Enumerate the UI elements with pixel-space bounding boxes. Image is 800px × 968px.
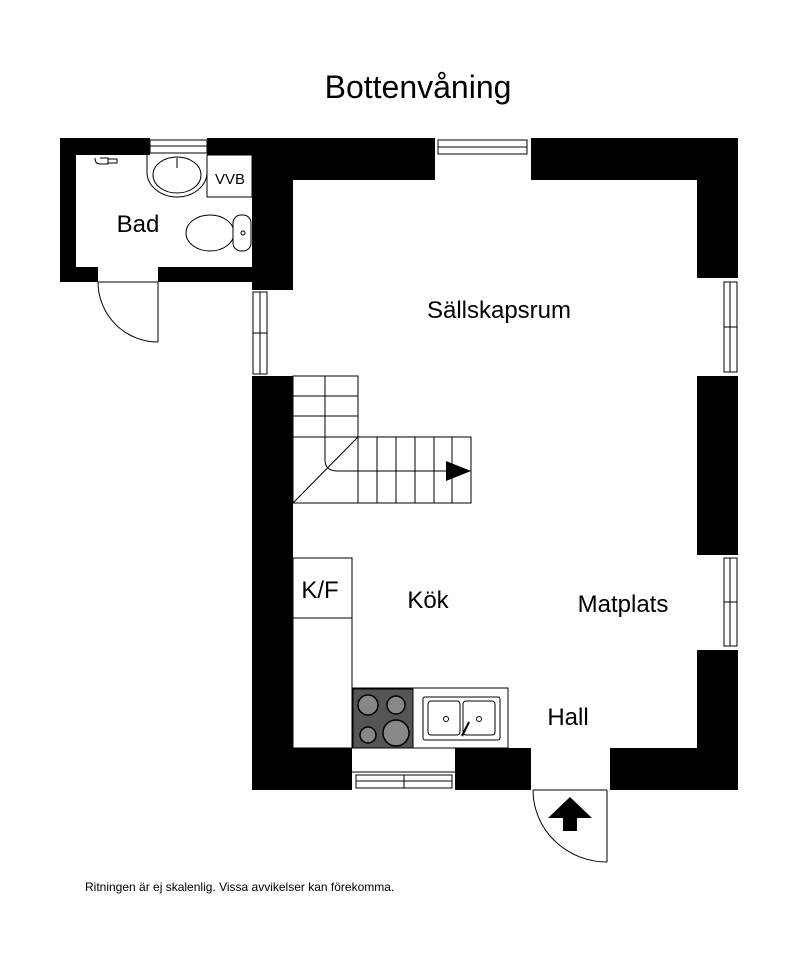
room-label-hall: Hall	[547, 704, 588, 731]
walls	[60, 138, 738, 790]
window-bad	[149, 139, 208, 154]
window-left	[252, 291, 268, 375]
window-top	[437, 139, 528, 155]
room-label-kok: Kök	[407, 587, 449, 614]
window-right-lower	[723, 557, 738, 647]
room-label-bad: Bad	[117, 211, 160, 238]
entrance-arrow-icon	[548, 797, 592, 831]
bathroom-door[interactable]	[97, 281, 159, 343]
stove-icon	[352, 688, 414, 749]
staircase	[292, 375, 472, 504]
toilet-icon	[185, 214, 252, 252]
kitchen-counter	[292, 557, 509, 749]
disclaimer-footnote: Ritningen är ej skalenlig. Vissa avvikel…	[85, 880, 394, 894]
room-label-matplats: Matplats	[578, 591, 669, 618]
floor-title: Bottenvåning	[325, 69, 512, 105]
stair-direction-arrow-icon	[446, 461, 471, 481]
shower-tap-icon	[94, 157, 118, 165]
window-right-upper	[723, 281, 738, 373]
sink-icon	[422, 696, 501, 741]
washbasin-icon	[146, 155, 208, 198]
entrance-door[interactable]	[532, 789, 608, 863]
vvb-label: VVB	[215, 171, 245, 188]
fridge-freezer-label: K/F	[301, 577, 338, 604]
window-kitchen	[355, 774, 453, 789]
room-label-sallskapsrum: Sällskapsrum	[427, 297, 571, 324]
